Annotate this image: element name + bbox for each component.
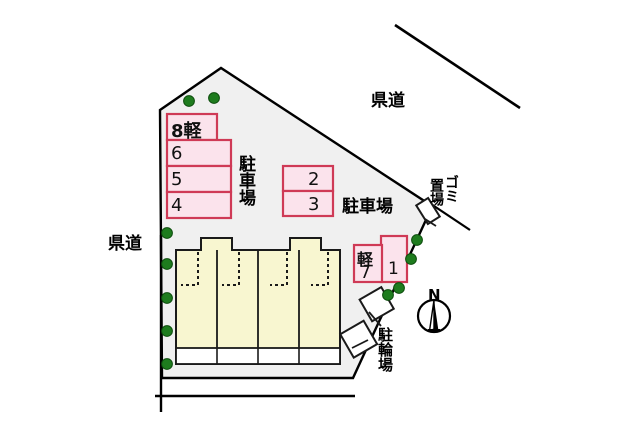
gomi-box-shape bbox=[414, 196, 442, 226]
gomi-box bbox=[414, 196, 442, 227]
building-dashed-hint bbox=[181, 252, 199, 286]
trees bbox=[161, 92, 423, 370]
gomi-label-line2: 置場 bbox=[428, 178, 444, 206]
stall-label-4: 4 bbox=[171, 195, 183, 216]
gomi-tick bbox=[424, 218, 437, 227]
tree-icon bbox=[405, 253, 417, 265]
stall-label-7k-kei: 軽 bbox=[357, 250, 374, 269]
stall-label-6: 6 bbox=[171, 143, 183, 164]
stall-4[interactable] bbox=[165, 190, 233, 220]
tree-icon bbox=[161, 325, 173, 337]
compass-north-label: N bbox=[428, 286, 441, 304]
stall-label-2: 2 bbox=[308, 169, 320, 190]
road-label-kendo-top: 県道 bbox=[371, 91, 405, 111]
bicycle-shelters bbox=[338, 285, 396, 359]
stall-label-5: 5 bbox=[171, 169, 183, 190]
building-dashed-hint bbox=[311, 252, 329, 286]
stall-3[interactable] bbox=[281, 189, 335, 218]
compass-rose bbox=[416, 298, 452, 334]
tree-icon bbox=[183, 95, 195, 107]
building-dashed-hint bbox=[222, 252, 240, 286]
gomi-label-line1: ゴミ bbox=[443, 175, 459, 203]
shelter-tick bbox=[351, 339, 369, 349]
tree-icon bbox=[411, 234, 423, 246]
tree-icon bbox=[161, 292, 173, 304]
parking-block-center bbox=[281, 164, 335, 218]
stall-label-7k-num: 7 bbox=[360, 263, 371, 283]
road-label-kendo-left: 県道 bbox=[108, 234, 142, 254]
bicycle-parking-label: 駐輪場 bbox=[376, 327, 394, 372]
tree-icon bbox=[382, 289, 394, 301]
stall-6[interactable] bbox=[165, 138, 233, 168]
stall-label-8k: 8軽 bbox=[171, 121, 202, 142]
parking-block-east bbox=[352, 234, 409, 284]
parking-block-west bbox=[165, 112, 233, 220]
stall-1[interactable] bbox=[379, 234, 409, 284]
shelter-tick bbox=[368, 311, 382, 327]
road-line-top-right bbox=[394, 23, 521, 110]
bicycle-shelter bbox=[338, 319, 379, 359]
stall-8k[interactable] bbox=[165, 112, 219, 142]
stall-label-3: 3 bbox=[308, 194, 320, 215]
stall-7k[interactable] bbox=[352, 243, 384, 284]
parking-area-label-right: 駐車場 bbox=[342, 197, 393, 217]
tree-icon bbox=[161, 258, 173, 270]
parking-area-label-left: 駐車場 bbox=[235, 155, 255, 206]
tree-icon bbox=[393, 282, 405, 294]
tree-icon bbox=[161, 358, 173, 370]
stall-label-1: 1 bbox=[388, 259, 399, 279]
apartment-building bbox=[175, 237, 341, 365]
building-dashed-hint bbox=[270, 252, 288, 286]
tree-icon bbox=[208, 92, 220, 104]
tree-icon bbox=[161, 227, 173, 239]
